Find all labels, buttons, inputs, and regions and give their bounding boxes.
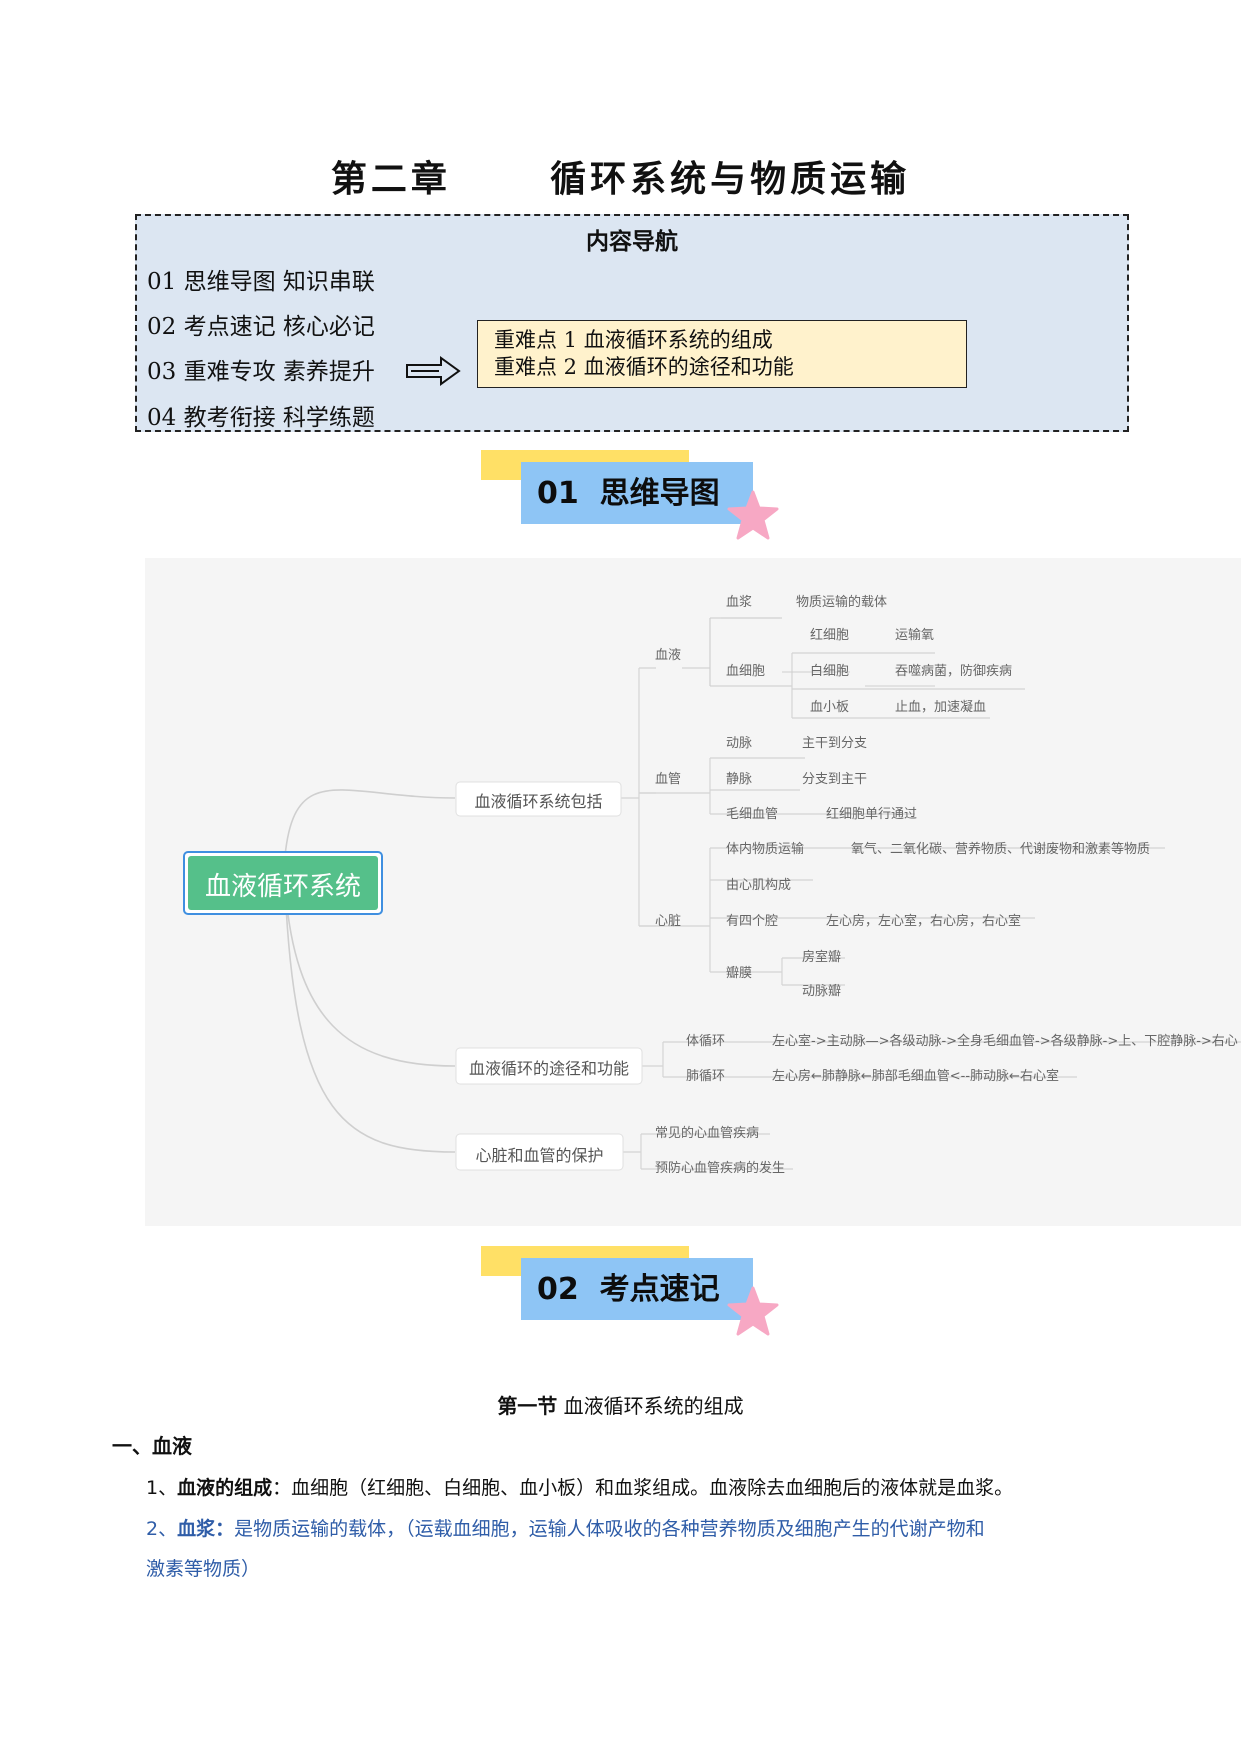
mind-map-node-systemic-desc: 左心室->主动脉—>各级动脉->全身毛细血管->各级静脉->上、下腔静脉->右心 <box>772 1034 1238 1049</box>
mind-map-node-systemic: 体循环 <box>686 1034 726 1049</box>
difficult-point-2[interactable]: 重难点 2 血液循环的途径和功能 <box>494 355 794 379</box>
nav-item-mindmap[interactable]: 01 思维导图 知识串联 <box>147 269 375 295</box>
mind-map-node-vein-desc: 分支到主干 <box>802 772 868 787</box>
mind-map-node-vein: 静脉 <box>726 772 753 787</box>
heading-blood: 一、血液 <box>112 1434 192 1458</box>
mind-map-node-muscle: 由心肌构成 <box>726 878 792 893</box>
banner-label: 02 考点速记 <box>537 1272 720 1307</box>
banner-label: 01 思维导图 <box>537 476 720 511</box>
mind-map-node-capillary: 毛细血管 <box>726 807 779 822</box>
mind-map-node-plasma: 血浆 <box>726 595 753 610</box>
paragraph-blood-composition: 1、血液的组成：血细胞（红细胞、白细胞、血小板）和血浆组成。血液除去血细胞后的液… <box>146 1473 1013 1500</box>
section-label: 第一节 <box>497 1394 558 1418</box>
mind-map-node-rbc-desc: 运输氧 <box>895 628 935 643</box>
mind-map-branch-protection: 心脏和血管的保护 <box>475 1146 604 1165</box>
mind-map-node-rbc: 红细胞 <box>810 628 850 643</box>
mind-map-node-pulmonary: 肺循环 <box>686 1069 726 1084</box>
mind-map-node-capillary-desc: 红细胞单行通过 <box>826 807 918 822</box>
paragraph-plasma-continued: 激素等物质） <box>146 1558 261 1580</box>
mind-map-branch-components: 血液循环系统包括 <box>474 792 603 811</box>
section-name: 血液循环系统的组成 <box>563 1394 744 1418</box>
mind-map-node-vessel: 血管 <box>655 772 682 787</box>
nav-item-difficult[interactable]: 03 重难专攻 素养提升 <box>147 359 375 385</box>
paragraph-plasma: 2、血浆：是物质运输的载体，（运载血细胞，运输人体吸收的各种营养物质及细胞产生的… <box>146 1514 985 1541</box>
para-tail: 血液除去血细胞后的液体就是血浆。 <box>709 1477 1014 1499</box>
nav-item-keypoints[interactable]: 02 考点速记 核心必记 <box>147 314 375 340</box>
content-navigation: 内容导航 01 思维导图 知识串联 02 考点速记 核心必记 03 重难专攻 素… <box>135 214 1129 432</box>
mind-map-node-heart: 心脏 <box>655 914 682 929</box>
mind-map-node-artery: 动脉 <box>726 736 753 751</box>
mind-map-node-av-valve: 房室瓣 <box>802 950 842 965</box>
mind-map-node-wbc: 白细胞 <box>810 664 850 679</box>
mind-map-node-blood: 血液 <box>655 648 682 663</box>
mind-map-node-disease: 常见的心血管疾病 <box>655 1126 760 1141</box>
mind-map-branch-pathways: 血液循环的途径和功能 <box>468 1059 629 1078</box>
para-line-1: 是物质运输的载体，（运载血细胞，运输人体吸收的各种营养物质及细胞产生的代谢产物和 <box>234 1518 985 1540</box>
para-term: 血浆： <box>177 1518 235 1540</box>
mind-map-node-blood-cell: 血细胞 <box>726 664 766 679</box>
nav-heading: 内容导航 <box>586 229 678 255</box>
section-banner-keypoints: 02 考点速记 <box>481 1246 781 1342</box>
mind-map-node-valves: 瓣膜 <box>726 966 753 981</box>
mind-map-node-wbc-desc: 吞噬病菌，防御疾病 <box>895 664 1013 679</box>
mind-map-root: 血液循环系统 <box>204 872 361 902</box>
mind-map-node-artery-desc: 主干到分支 <box>802 736 868 751</box>
star-icon <box>727 490 779 540</box>
para-number: 2、 <box>146 1518 178 1540</box>
section-banner-mindmap: 01 思维导图 <box>481 450 781 546</box>
right-arrow-icon <box>406 356 461 386</box>
mind-map-node-plasma-desc: 物质运输的载体 <box>796 595 888 610</box>
mind-map-diagram <box>183 617 1241 1171</box>
section-title: 第一节 血液循环系统的组成 <box>0 1390 1241 1419</box>
para-body: ：血细胞（红细胞、白细胞、血小板）和血浆组成。 <box>272 1477 710 1499</box>
mind-map-node-platelet-desc: 止血，加速凝血 <box>895 700 987 715</box>
nav-item-practice[interactable]: 04 教考衔接 科学练题 <box>147 405 375 431</box>
mind-map: 血液循环系统 血液循环系统包括 血液循环的途径和功能 心脏和血管的保护 血液 血… <box>145 558 1241 1226</box>
mind-map-node-transport: 体内物质运输 <box>726 842 805 857</box>
difficult-points-box: 重难点 1 血液循环系统的组成 重难点 2 血液循环的途径和功能 <box>477 320 967 388</box>
mind-map-node-chambers-desc: 左心房，左心室，右心房，右心室 <box>826 914 1022 929</box>
mind-map-node-prevent: 预防心血管疾病的发生 <box>655 1161 786 1176</box>
mind-map-node-platelet: 血小板 <box>810 700 850 715</box>
mind-map-node-transport-desc: 氧气、二氧化碳、营养物质、代谢废物和激素等物质 <box>851 842 1151 857</box>
para-term: 血液的组成 <box>177 1477 273 1499</box>
para-number: 1、 <box>146 1477 178 1499</box>
mind-map-node-pulmonary-desc: 左心房←肺静脉←肺部毛细血管<--肺动脉←右心室 <box>772 1069 1059 1084</box>
chapter-title: 第二章 循环系统与物质运输 <box>330 159 911 200</box>
mind-map-node-arterial-valve: 动脉瓣 <box>802 984 842 999</box>
mind-map-node-chambers: 有四个腔 <box>726 914 779 929</box>
star-icon <box>727 1286 779 1336</box>
difficult-point-1[interactable]: 重难点 1 血液循环系统的组成 <box>494 328 773 352</box>
